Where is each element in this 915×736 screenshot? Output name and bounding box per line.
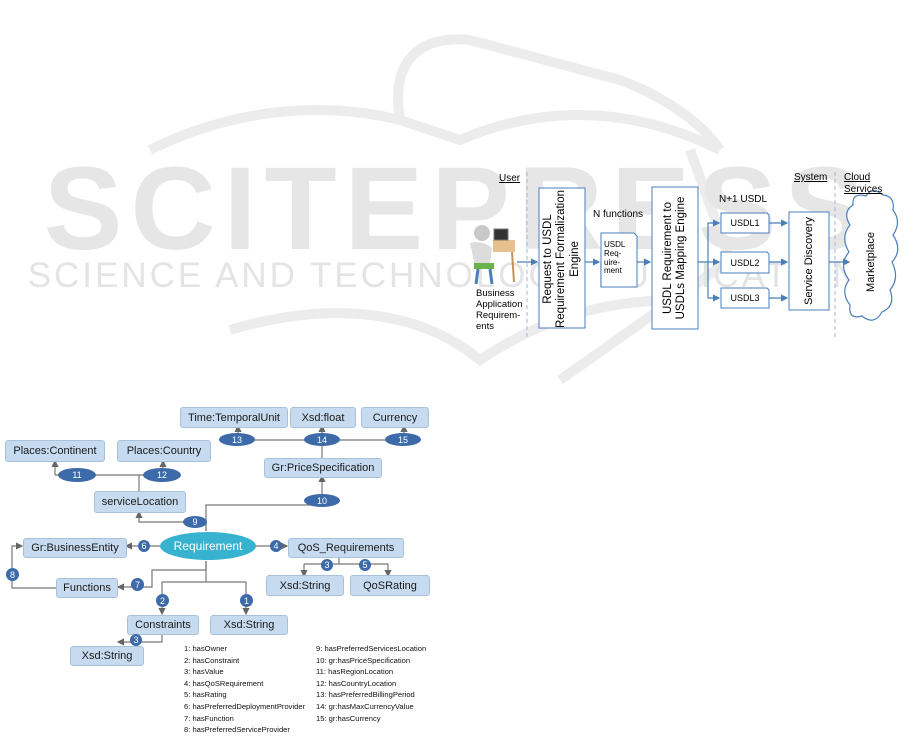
marketplace-text: Marketplace bbox=[864, 232, 877, 292]
formalization-engine-box bbox=[538, 187, 586, 329]
xsd-string-constraints-node: Xsd:String bbox=[70, 646, 144, 666]
currency-node: Currency bbox=[361, 407, 429, 428]
legend-item: 1: hasOwner bbox=[184, 644, 228, 653]
user-column-label: User bbox=[499, 173, 521, 184]
legend-right: 9: hasPreferredServicesLocation 10: gr:h… bbox=[316, 643, 426, 724]
edge-12-badge: 12 bbox=[143, 468, 181, 482]
xsd-string-qos-node: Xsd:String bbox=[266, 575, 344, 596]
service-discovery-text: Service Discovery bbox=[802, 216, 815, 306]
mapping-engine-text: USDL Requirement to USDLs Mapping Engine bbox=[661, 196, 687, 320]
n-functions-label: N functions bbox=[593, 209, 644, 220]
legend-item: 14: gr:hasMaxCurrencyValue bbox=[316, 701, 414, 711]
edge-8-badge: 8 bbox=[6, 568, 19, 581]
edge-13-badge: 13 bbox=[219, 433, 255, 446]
usdl3-box: USDL3 bbox=[730, 293, 760, 303]
legend-item: 11: hasRegionLocation bbox=[316, 667, 394, 677]
edge-2-badge: 2 bbox=[156, 594, 169, 607]
service-location-node: serviceLocation bbox=[94, 491, 186, 513]
watermark-book-logo bbox=[147, 34, 737, 385]
legend-item: 5: hasRating bbox=[184, 690, 227, 700]
system-column-label: System bbox=[794, 172, 828, 183]
legend-item: 6: hasPreferredDeploymentProvider bbox=[184, 701, 306, 711]
time-temporalunit-node: Time:TemporalUnit bbox=[180, 407, 288, 428]
edge-6-badge: 6 bbox=[138, 540, 150, 552]
watermark-title: SCITEPRESS bbox=[43, 143, 872, 275]
architecture-diagram bbox=[470, 172, 899, 340]
legend-item: 9: hasPreferredServicesLocation bbox=[316, 644, 427, 653]
legend-item: 12: hasCountryLocation bbox=[316, 678, 397, 688]
usdl-requirement-text: USDL Req-uire-ment bbox=[604, 240, 626, 276]
edge-15-badge: 15 bbox=[385, 433, 421, 446]
legend-item: 3: hasValue bbox=[184, 667, 224, 677]
edge-1-badge: 1 bbox=[240, 594, 253, 607]
formalization-engine-text: Request to USDL Requirement Formalizatio… bbox=[542, 189, 581, 329]
edge-3-qos-badge: 3 bbox=[321, 559, 333, 571]
places-country-node: Places:Country bbox=[117, 440, 211, 462]
cloud-services-label: Cloud Services bbox=[844, 172, 883, 195]
edge-11-badge: 11 bbox=[58, 468, 96, 482]
legend-item: 2: hasConstraint bbox=[184, 655, 240, 665]
functions-node: Functions bbox=[56, 578, 118, 598]
legend-item: 8: hasPreferredServiceProvider bbox=[184, 725, 290, 735]
marketplace-cloud bbox=[842, 190, 899, 321]
business-entity-node: Gr:BusinessEntity bbox=[23, 538, 127, 558]
usdl2-box: USDL2 bbox=[730, 257, 760, 268]
xsd-string-requirement-node: Xsd:String bbox=[210, 615, 288, 635]
edge-14-badge: 14 bbox=[304, 433, 340, 446]
edge-9-badge: 9 bbox=[183, 516, 207, 528]
xsd-float-node: Xsd:float bbox=[290, 407, 356, 428]
edge-4-badge: 4 bbox=[270, 540, 282, 552]
places-continent-node: Places:Continent bbox=[5, 440, 105, 462]
edge-10-badge: 10 bbox=[304, 494, 340, 507]
legend-item: 4: hasQoSRequirement bbox=[184, 678, 264, 688]
legend-item: 15: gr:hasCurrency bbox=[316, 713, 381, 723]
edge-5-badge: 5 bbox=[359, 559, 371, 571]
qos-rating-node: QoSRating bbox=[350, 575, 430, 596]
constraints-node: Constraints bbox=[127, 615, 199, 635]
legend-item: 13: hasPreferredBillingPeriod bbox=[316, 690, 415, 700]
price-specification-node: Gr:PriceSpecification bbox=[264, 458, 382, 478]
mapping-engine-box bbox=[651, 186, 699, 330]
user-figure-icon bbox=[470, 225, 515, 285]
usdl1-box: USDL1 bbox=[730, 218, 760, 228]
legend-left: 1: hasOwner 2: hasConstraint 3: hasValue… bbox=[184, 643, 305, 736]
legend-item: 10: gr:hasPriceSpecification bbox=[316, 655, 411, 665]
edge-3-constraints-badge: 3 bbox=[130, 634, 142, 646]
business-requirements-label: Business Application Requirem-ents bbox=[476, 288, 523, 332]
qos-requirements-node: QoS_Requirements bbox=[288, 538, 404, 558]
requirement-node: Requirement bbox=[160, 532, 256, 560]
service-discovery-box bbox=[788, 211, 830, 311]
legend-item: 7: hasFunction bbox=[184, 713, 234, 723]
edge-7-badge: 7 bbox=[131, 578, 144, 591]
n1-usdl-label: N+1 USDL bbox=[719, 194, 768, 205]
